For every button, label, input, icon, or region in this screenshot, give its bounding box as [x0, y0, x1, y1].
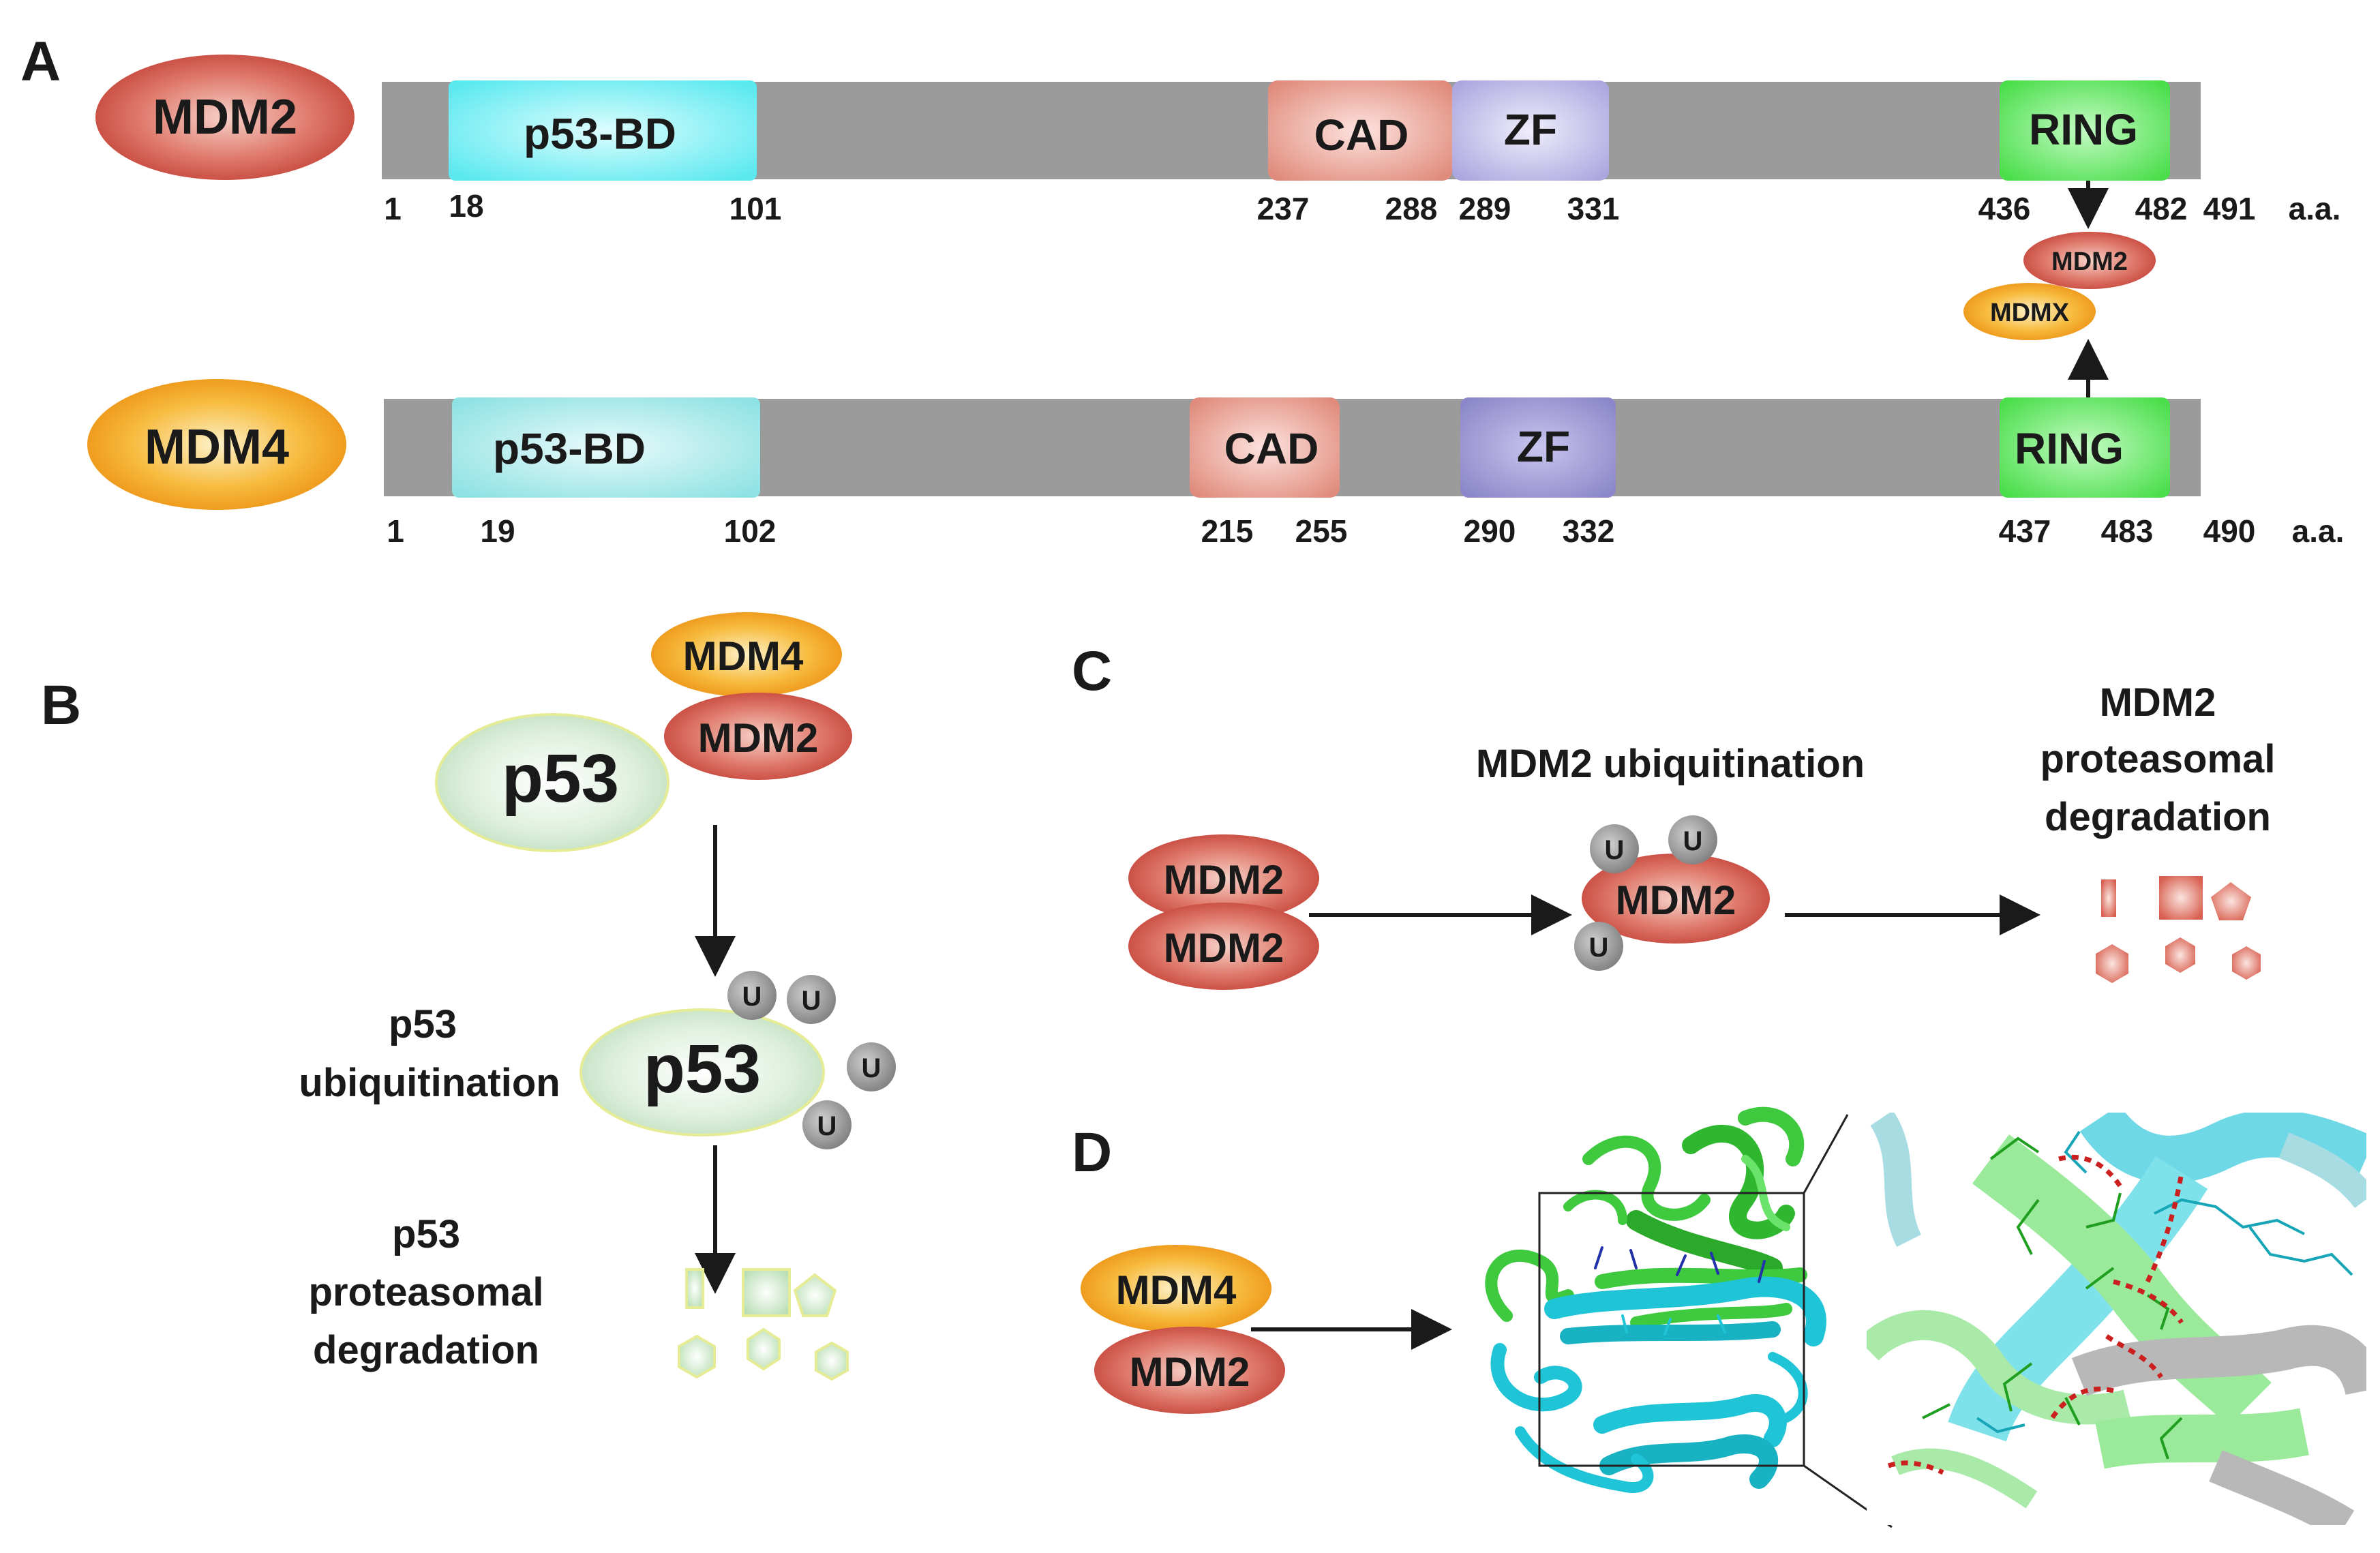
svg-text:p53-BD: p53-BD [524, 109, 676, 158]
mdm2-pos: 18 [449, 188, 483, 224]
svg-text:U: U [1605, 835, 1625, 865]
c-mdm2-label-2: MDM2 [1164, 925, 1284, 971]
mdm2-domain-zf: ZF [1452, 80, 1609, 181]
zoom-box [1538, 1192, 1805, 1467]
svg-text:ZF: ZF [1517, 422, 1570, 471]
panel-label-a: A [20, 31, 61, 93]
svg-text:U: U [802, 986, 822, 1016]
mdm4-pos: 19 [480, 513, 515, 549]
c-deg-caption-2: proteasomal [2040, 737, 2276, 781]
mdm2-fragments [2096, 876, 2261, 983]
panel-label-d: D [1072, 1121, 1112, 1183]
mdm4-domain-cad: CAD [1190, 397, 1340, 498]
mdm2-pos: 237 [1257, 191, 1310, 226]
d-mdm4-label: MDM4 [1116, 1267, 1237, 1313]
mdm4-pos: 255 [1295, 513, 1348, 549]
panel-label-c: C [1072, 640, 1112, 702]
mdm4-domain-p53bd: p53-BD [452, 397, 760, 498]
mdm2-pos: 436 [1978, 191, 2031, 226]
p53-top-label: p53 [502, 740, 619, 817]
svg-text:ZF: ZF [1504, 105, 1557, 154]
mdm2-pos: 482 [2135, 191, 2188, 226]
svg-text:CAD: CAD [1224, 424, 1319, 473]
b-deg-caption-1: p53 [392, 1212, 460, 1256]
svg-text:RING: RING [2029, 105, 2138, 154]
ub-circle: U [1668, 815, 1717, 864]
b-mdm4-label: MDM4 [683, 633, 804, 679]
ub-circle: U [727, 971, 777, 1020]
b-deg-caption-3: degradation [313, 1328, 539, 1372]
d-mdm2-label: MDM2 [1130, 1349, 1250, 1395]
b-mdm2-label: MDM2 [698, 715, 819, 761]
mdm4-domain-zf: ZF [1460, 397, 1616, 498]
svg-text:RING: RING [2015, 424, 2124, 473]
b-ubiq-caption-2: ubiquitination [299, 1061, 560, 1105]
c-ubiq-caption: MDM2 ubiquitination [1476, 742, 1865, 786]
p53-fragments [678, 1268, 849, 1381]
mdm2-positions: 1 18 101 237 288 289 331 436 482 491 a.a… [384, 188, 2340, 226]
mdm2-domain-p53bd: p53-BD [449, 80, 757, 181]
svg-text:U: U [1683, 826, 1703, 856]
mdm4-aa-unit: a.a. [2292, 513, 2345, 549]
mdm2-oval-label: MDM2 [153, 90, 297, 145]
mdm4-pos: 490 [2203, 513, 2256, 549]
ub-circle: U [1574, 922, 1623, 971]
small-mdm2-label: MDM2 [2051, 247, 2128, 276]
mdm2-pos: 289 [1459, 191, 1511, 226]
ub-circle: U [847, 1042, 896, 1091]
ub-circle: U [787, 975, 836, 1024]
mdm2-domain-ring: RING [2000, 80, 2170, 181]
mdm4-positions: 1 19 102 215 255 290 332 437 483 490 a.a… [387, 513, 2344, 549]
zoom-line-top [1803, 1114, 1849, 1194]
ub-circle: U [802, 1100, 852, 1149]
protein-structure [1485, 1106, 1826, 1493]
c-mdm2-label-3: MDM2 [1616, 877, 1736, 923]
svg-text:U: U [1589, 933, 1609, 963]
mdm4-domain-ring: RING [2000, 397, 2170, 498]
mdm4-pos: 437 [1999, 513, 2051, 549]
panel-label-b: B [41, 674, 81, 736]
mdm2-pos: 1 [384, 191, 402, 226]
mdm4-pos: 290 [1464, 513, 1516, 549]
mdm2-pos: 331 [1567, 191, 1620, 226]
mdm2-ubiquitinated: MDM2 U U U [1574, 815, 1770, 971]
mdm4-mdm2-heterodimer: MDM4 MDM2 [1081, 1245, 1285, 1414]
mdm4-pos: 332 [1563, 513, 1615, 549]
b-ubiq-caption-1: p53 [389, 1002, 457, 1046]
mdm4-oval: MDM4 [87, 379, 346, 510]
mdm2-pos: 101 [729, 191, 782, 226]
p53-ubiquitinated: p53 U U U U [579, 971, 896, 1149]
svg-text:p53-BD: p53-BD [493, 424, 646, 473]
p53-complex-top: p53 MDM4 MDM2 [435, 612, 852, 852]
svg-text:U: U [817, 1111, 837, 1141]
mdm2-domain-cad: CAD [1268, 80, 1452, 181]
c-deg-caption-3: degradation [2045, 795, 2271, 839]
mdm2-homodimer: MDM2 MDM2 [1128, 834, 1319, 990]
mdm4-pos: 483 [2101, 513, 2154, 549]
svg-text:U: U [742, 982, 762, 1012]
mdm2-aa-unit: a.a. [2289, 191, 2341, 226]
mdm4-pos: 102 [724, 513, 777, 549]
mdm4-pos: 215 [1201, 513, 1254, 549]
zoom-view [1867, 1113, 2366, 1525]
p53-mid-label: p53 [644, 1031, 761, 1107]
b-deg-caption-2: proteasomal [309, 1270, 544, 1314]
mdm2-pos: 288 [1385, 191, 1438, 226]
mdm4-pos: 1 [387, 513, 404, 549]
mdm2-pos: 491 [2203, 191, 2256, 226]
svg-text:U: U [862, 1053, 882, 1083]
mdm2-mdmx-complex: MDMX MDM2 [1963, 232, 2156, 340]
c-mdm2-label-1: MDM2 [1164, 857, 1284, 903]
mdmx-label: MDMX [1990, 299, 2070, 327]
mdm2-oval: MDM2 [95, 55, 355, 180]
ub-circle: U [1590, 824, 1639, 873]
c-deg-caption-1: MDM2 [2100, 680, 2216, 725]
mdm4-oval-label: MDM4 [145, 420, 289, 474]
svg-text:CAD: CAD [1314, 110, 1409, 160]
